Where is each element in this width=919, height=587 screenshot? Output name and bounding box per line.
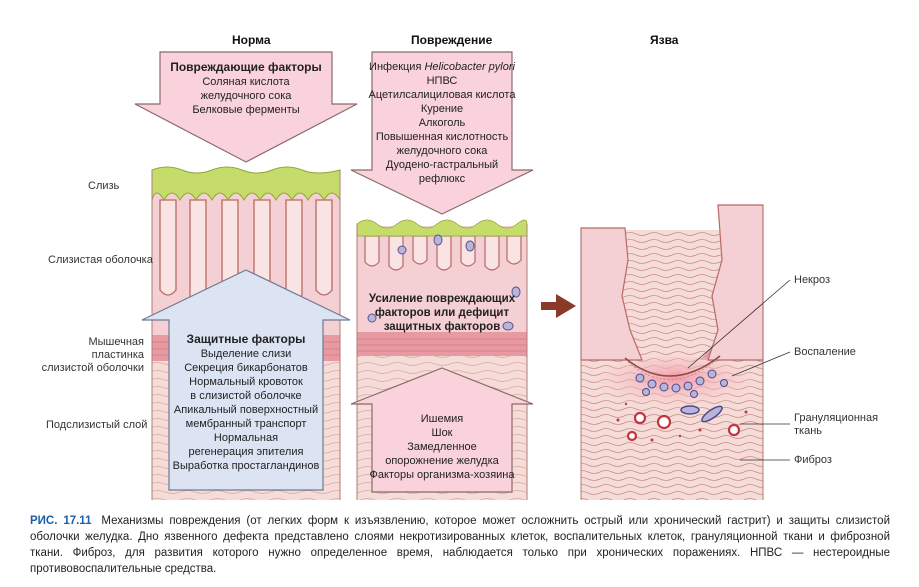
host-factors-arrow xyxy=(350,367,534,493)
hpylori-name: Helicobacter pylori xyxy=(424,61,515,73)
layer-label-muscularis: Мышечная пластинка слизистой оболочки xyxy=(40,336,144,375)
layer-label-mucus: Слизь xyxy=(88,180,120,192)
progression-arrow xyxy=(541,294,576,318)
injury-cause-item: Алкоголь xyxy=(418,117,466,129)
protective-factor-item: Выделение слизи xyxy=(200,348,292,360)
protective-factors-title: Защитные факторы xyxy=(186,332,306,346)
imbalance-text: Усиление повреждающих факторов или дефиц… xyxy=(362,292,522,334)
granulation-line-2: ткань xyxy=(794,425,823,437)
label-fibrosis: Фиброз xyxy=(794,454,832,466)
diagram-artwork xyxy=(134,51,791,505)
damaging-factors-text: Повреждающие факторы Соляная кислота жел… xyxy=(163,60,329,117)
label-granulation: Грануляционная ткань xyxy=(794,412,878,438)
ulcer-tissue-block xyxy=(580,204,764,505)
figure-caption: РИС. 17.11 Механизмы повреждения (от лег… xyxy=(30,513,890,577)
imbalance-line: Усиление повреждающих xyxy=(368,293,516,305)
protective-factor-item: Секреция бикарбонатов xyxy=(184,362,308,374)
heading-ulcer: Язва xyxy=(650,33,679,47)
heading-damage: Повреждение xyxy=(411,33,493,47)
protective-factor-item: Нормальная xyxy=(213,432,279,444)
damaging-factor-item: Белковые ферменты xyxy=(192,104,300,116)
layer-label-submucosa: Подслизистый слой xyxy=(46,419,148,431)
label-inflammation: Воспаление xyxy=(794,346,856,358)
protective-factors-text: Защитные факторы Выделение слизи Секреци… xyxy=(170,332,322,473)
injury-cause-item: Повышенная кислотность xyxy=(375,131,509,143)
protective-factors-arrow xyxy=(141,269,351,491)
granulation-line-1: Грануляционная xyxy=(794,412,879,424)
protective-factor-item: Нормальный кровоток xyxy=(189,376,303,388)
leader-lines xyxy=(687,279,791,461)
injury-cause-hpylori: Инфекция Helicobacter pylori xyxy=(364,60,520,74)
injury-cause-item: желудочного сока xyxy=(396,145,488,157)
protective-factor-item: регенерация эпителия xyxy=(188,446,304,458)
protective-factor-item: в слизистой оболочке xyxy=(190,390,302,402)
imbalance-line: защитных факторов xyxy=(383,321,501,333)
damaging-factors-title: Повреждающие факторы xyxy=(170,60,322,74)
injury-causes-text: Инфекция Helicobacter pylori НПВС Ацетил… xyxy=(364,60,520,186)
figure-number: РИС. 17.11 xyxy=(30,515,92,527)
label-necrosis: Некроз xyxy=(794,274,831,286)
damaging-factor-item: Соляная кислота xyxy=(202,76,290,88)
damaging-factor-item: желудочного сока xyxy=(200,90,292,102)
muscularis-line-2: слизистой оболочки xyxy=(41,362,144,374)
host-factor-item: Ишемия xyxy=(420,413,464,425)
damaging-factors-arrow xyxy=(134,51,358,163)
protective-factor-item: мембранный транспорт xyxy=(185,418,307,430)
caption-text: Механизмы повреждения (от легких форм к … xyxy=(30,515,890,575)
protective-factor-item: Апикальный поверхностный xyxy=(173,404,319,416)
injury-causes-arrow xyxy=(350,51,534,215)
host-factor-item: Факторы организма-хозяина xyxy=(369,469,515,481)
host-factor-item: Шок xyxy=(431,427,453,439)
injury-cause-item: НПВС xyxy=(426,75,458,87)
hpylori-prefix: Инфекция xyxy=(369,61,425,73)
muscularis-line-1: Мышечная пластинка xyxy=(88,336,144,361)
diagram: Норма Повреждение Язва Слизь Слизистая о… xyxy=(40,33,878,505)
host-factor-item: Замедленное xyxy=(407,441,477,453)
host-factor-item: опорожнение желудка xyxy=(385,455,499,467)
injury-cause-item: Курение xyxy=(420,103,464,115)
injury-cause-item: Ацетилсалициловая кислота xyxy=(368,89,516,101)
protective-factor-item: Выработка простагландинов xyxy=(172,460,320,472)
heading-norm: Норма xyxy=(232,33,271,47)
imbalance-line: факторов или дефицит xyxy=(374,307,510,319)
injury-cause-item: Дуодено-гастральный рефлюкс xyxy=(385,159,499,185)
host-factors-text: Ишемия Шок Замедленное опорожнение желуд… xyxy=(364,412,520,482)
layer-label-mucosa: Слизистая оболочка xyxy=(48,254,153,266)
